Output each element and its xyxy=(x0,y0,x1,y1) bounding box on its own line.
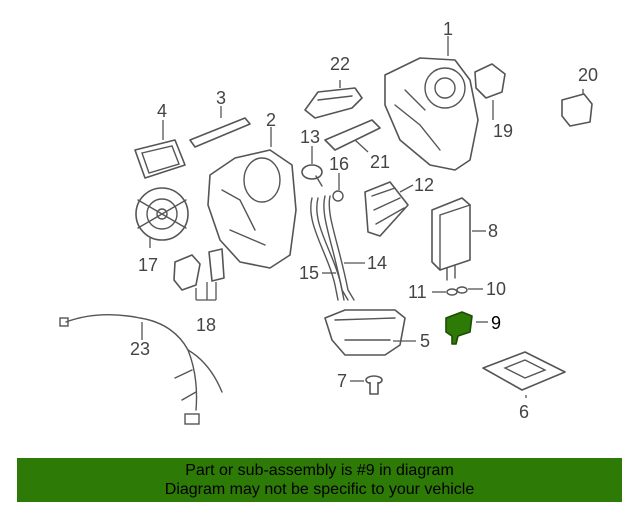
callout-7[interactable]: 7 xyxy=(337,371,347,391)
part-6-plate[interactable] xyxy=(482,351,566,391)
callout-20[interactable]: 20 xyxy=(578,65,598,85)
part-16-seal[interactable] xyxy=(332,190,344,202)
part-20-actuator[interactable] xyxy=(561,93,593,127)
callout-8[interactable]: 8 xyxy=(488,221,498,241)
callout-12[interactable]: 12 xyxy=(414,175,434,195)
callout-21[interactable]: 21 xyxy=(370,152,390,172)
part-10-11-orings[interactable] xyxy=(446,286,468,296)
callout-13[interactable]: 13 xyxy=(300,127,320,147)
callout-14[interactable]: 14 xyxy=(367,253,387,273)
part-17-blower[interactable] xyxy=(135,187,189,241)
part-13-clamp[interactable] xyxy=(301,164,323,187)
callout-3[interactable]: 3 xyxy=(216,88,226,108)
part-4-filter-frame[interactable] xyxy=(134,139,186,179)
callout-16[interactable]: 16 xyxy=(329,154,349,174)
part-23-harness[interactable] xyxy=(59,314,223,425)
callout-6[interactable]: 6 xyxy=(519,402,529,422)
callout-15[interactable]: 15 xyxy=(299,263,319,283)
part-9-highlighted[interactable] xyxy=(445,311,473,345)
part-2-hvac-case[interactable] xyxy=(207,149,297,269)
callout-9[interactable]: 9 xyxy=(491,313,501,333)
callout-2[interactable]: 2 xyxy=(266,110,276,130)
part-21-bracket[interactable] xyxy=(324,119,381,151)
part-5-lower-case[interactable] xyxy=(324,309,406,356)
part-14-15-pipes[interactable] xyxy=(310,195,355,301)
part-8-module[interactable] xyxy=(431,197,471,281)
part-22-duct[interactable] xyxy=(304,87,363,119)
info-banner: Part or sub-assembly is #9 in diagram Di… xyxy=(17,458,622,502)
callout-22[interactable]: 22 xyxy=(330,54,350,74)
callout-17[interactable]: 17 xyxy=(138,255,158,275)
part-1-hvac-case[interactable] xyxy=(384,57,479,171)
callout-1[interactable]: 1 xyxy=(443,19,453,39)
banner-line-2: Diagram may not be specific to your vehi… xyxy=(164,481,475,498)
parts-diagram: 1 2 3 4 5 6 7 8 9 10 11 12 13 14 15 16 1… xyxy=(59,19,598,425)
banner-line-1: Part or sub-assembly is #9 in diagram xyxy=(185,462,454,479)
part-7-screw[interactable] xyxy=(365,375,383,395)
leader-lines xyxy=(141,36,584,398)
part-3-filter[interactable] xyxy=(189,117,251,148)
callout-5[interactable]: 5 xyxy=(420,331,430,351)
callout-19[interactable]: 19 xyxy=(493,121,513,141)
part-18-resistor[interactable] xyxy=(173,248,225,291)
callout-4[interactable]: 4 xyxy=(157,101,167,121)
callout-10[interactable]: 10 xyxy=(486,279,506,299)
callout-23[interactable]: 23 xyxy=(130,339,150,359)
callout-11[interactable]: 11 xyxy=(408,282,427,302)
callout-labels: 1 2 3 4 5 6 7 8 9 10 11 12 13 14 15 16 1… xyxy=(130,19,598,422)
part-12-evaporator[interactable] xyxy=(364,181,409,237)
part-19-actuator[interactable] xyxy=(474,63,506,99)
callout-18[interactable]: 18 xyxy=(196,315,216,335)
